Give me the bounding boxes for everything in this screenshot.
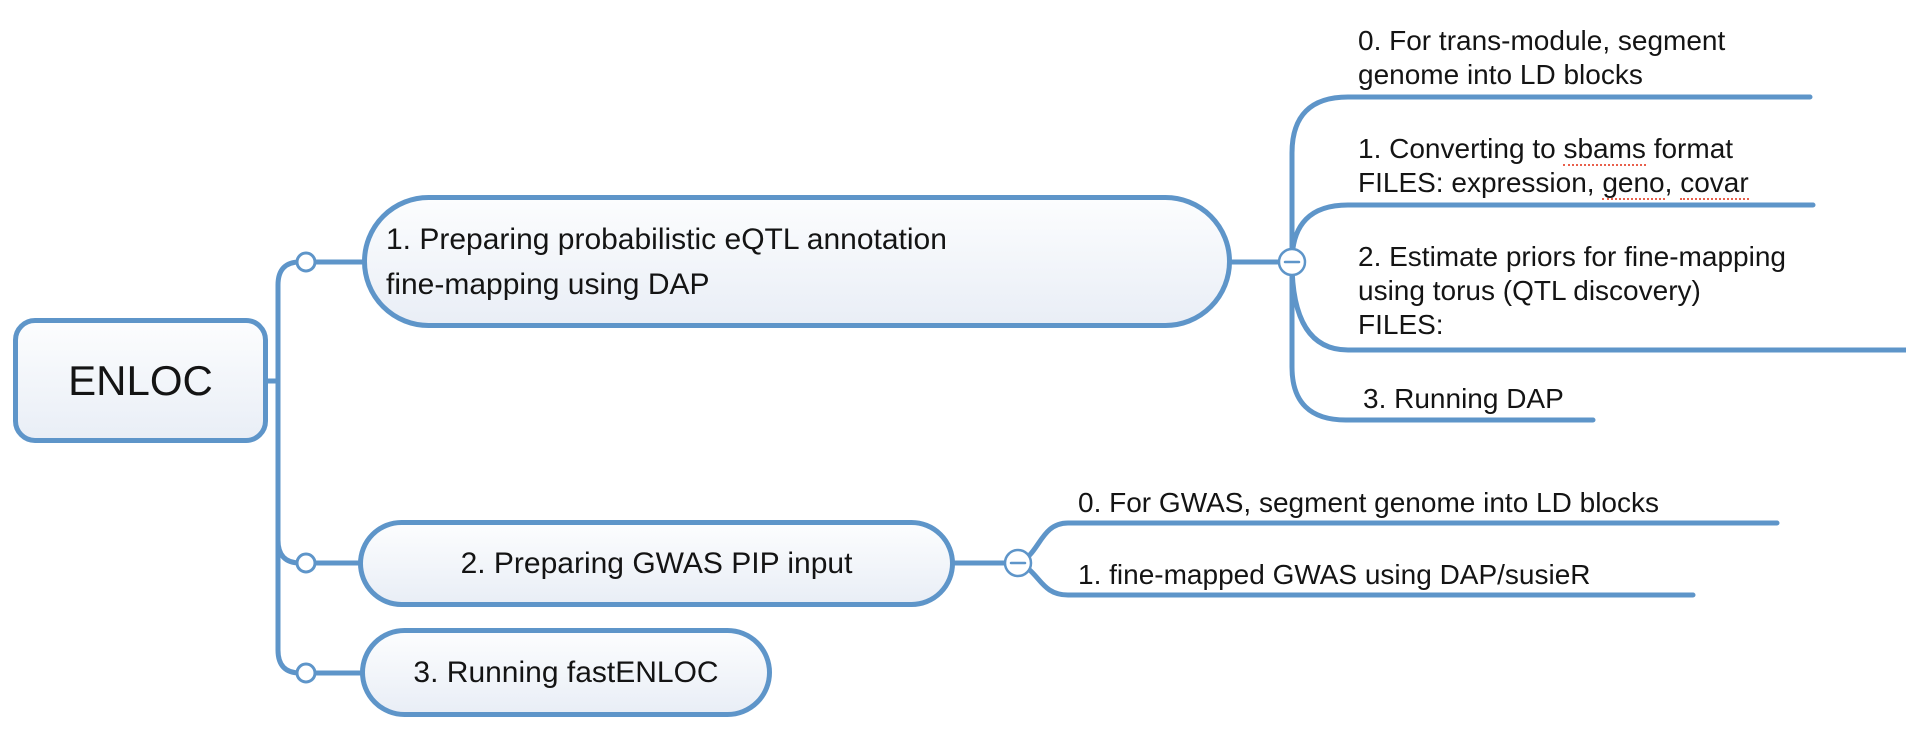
node-branch3[interactable]: 3. Running fastENLOC [360,628,772,717]
node-branch2-child1[interactable]: 1. fine-mapped GWAS using DAP/susieR [1078,558,1591,592]
topic-line: FILES: expression, geno, covar [1358,167,1749,200]
branch1-label-line1: 1. Preparing probabilistic eQTL annotati… [386,222,947,256]
topic-line: 1. Converting to sbams format [1358,133,1734,166]
topic-line: genome into LD blocks [1358,59,1643,90]
node-branch1-child3[interactable]: 3. Running DAP [1363,382,1564,416]
topic-line: using torus (QTL discovery) [1358,275,1701,306]
connector-branch1-child2 [1289,259,1906,353]
misspelled-word: geno [1602,167,1665,200]
connector-trunk-to-branch2 [275,537,361,566]
node-branch1-child1[interactable]: 1. Converting to sbams format FILES: exp… [1358,132,1749,200]
joint-dot-branch1 [295,251,317,273]
branch2-label: 2. Preparing GWAS PIP input [460,546,853,580]
collapse-button-branch1[interactable] [1277,247,1307,277]
misspelled-word: covar [1680,167,1749,200]
node-branch2[interactable]: 2. Preparing GWAS PIP input [358,520,955,607]
collapse-button-branch2[interactable] [1003,548,1033,578]
connector-trunk-to-branch3 [275,378,363,676]
joint-dot-branch3 [295,662,317,684]
misspelled-word: sbams [1563,133,1646,166]
node-branch2-child0[interactable]: 0. For GWAS, segment genome into LD bloc… [1078,486,1659,520]
connector-trunk-to-branch1 [275,259,365,384]
node-branch1-child2[interactable]: 2. Estimate priors for fine-mapping usin… [1358,240,1786,342]
node-root[interactable]: ENLOC [13,318,268,443]
topic-line: 1. fine-mapped GWAS using DAP/susieR [1078,559,1591,590]
branch1-label-line2: fine-mapping using DAP [386,267,710,301]
root-label: ENLOC [68,356,213,404]
topic-line: FILES: [1358,309,1444,340]
joint-dot-branch2 [295,552,317,574]
node-branch1-child0[interactable]: 0. For trans-module, segment genome into… [1358,24,1725,92]
node-branch1[interactable]: 1. Preparing probabilistic eQTL annotati… [362,195,1232,328]
topic-line: 0. For GWAS, segment genome into LD bloc… [1078,487,1659,518]
connector-branch1-child0-child3 [1289,94,1813,423]
topic-line: 2. Estimate priors for fine-mapping [1358,241,1786,272]
branch3-label: 3. Running fastENLOC [413,655,719,689]
topic-line: 0. For trans-module, segment [1358,25,1726,56]
connector-branch2-child0 [1015,520,1780,566]
topic-line: 3. Running DAP [1363,383,1564,414]
